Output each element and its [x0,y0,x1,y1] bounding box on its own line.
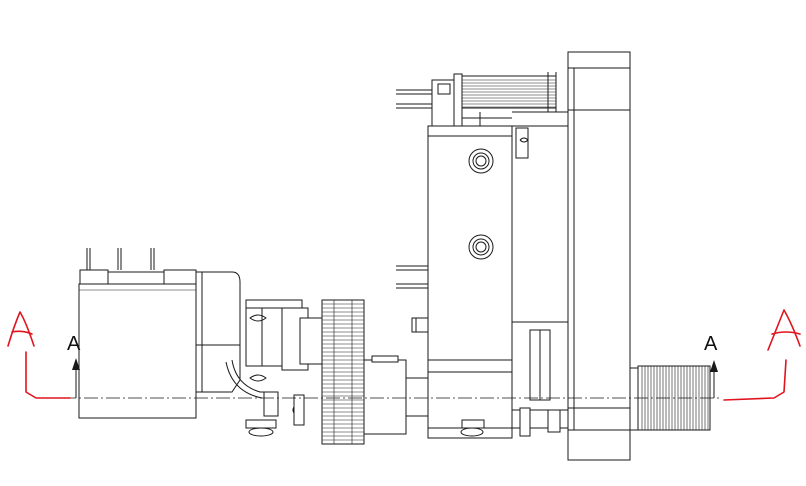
motor-body [195,271,270,399]
right-knob [629,365,711,431]
right-plate [567,51,631,461]
red-section-markup-right [723,309,801,401]
shaft-collar [363,355,429,435]
middle-column [462,111,569,437]
section-arrow-right: A [704,333,718,398]
left-gear [321,299,365,445]
red-section-markup-left [7,311,71,399]
ribbon-header [461,72,557,112]
connector-housing [78,248,197,419]
main-block [396,73,513,439]
section-label-left: A [67,333,81,355]
coupling-block [245,299,323,437]
section-label-right: A [704,333,718,355]
section-arrow-left: A [67,333,81,398]
